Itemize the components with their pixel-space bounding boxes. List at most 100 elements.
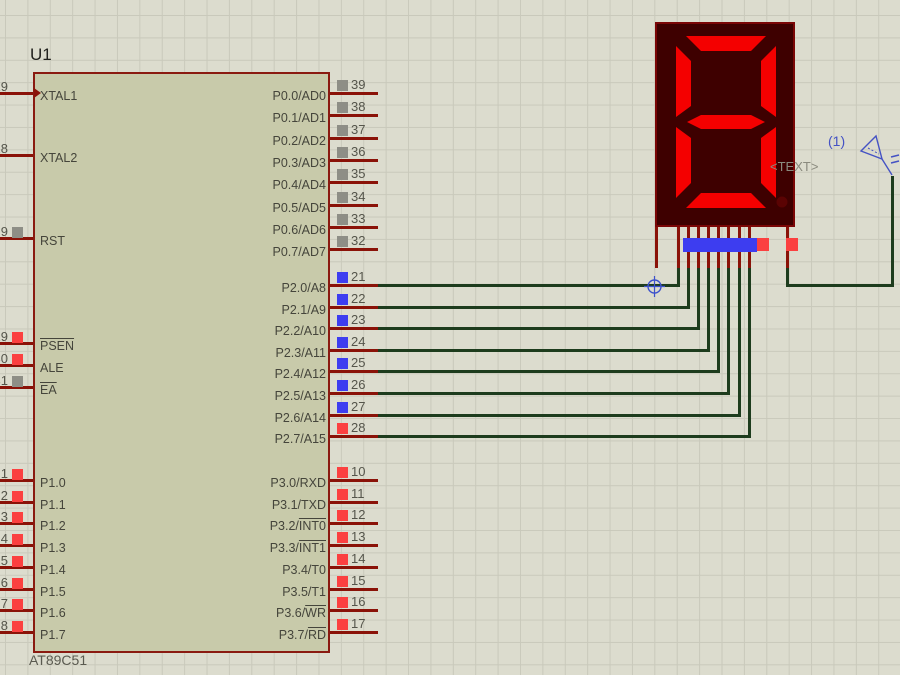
pin-number: 11 bbox=[351, 486, 365, 501]
wire-horizontal[interactable] bbox=[378, 435, 751, 438]
pin-name: P3.4/T0 bbox=[282, 563, 326, 577]
pin-stub[interactable] bbox=[330, 609, 378, 612]
wire-vertical[interactable] bbox=[738, 268, 741, 417]
component-ref-label[interactable]: U1 bbox=[30, 45, 52, 64]
pin-stub[interactable] bbox=[0, 566, 33, 569]
pin-state-indicator-gray bbox=[337, 214, 348, 225]
seven-segment-display[interactable] bbox=[655, 22, 795, 227]
wire-horizontal[interactable] bbox=[786, 284, 894, 287]
pin-stub[interactable] bbox=[330, 248, 378, 251]
wire-horizontal[interactable] bbox=[378, 306, 690, 309]
pin-stub[interactable] bbox=[330, 137, 378, 140]
pin-name: EA bbox=[40, 383, 57, 397]
wire-horizontal[interactable] bbox=[378, 392, 730, 395]
pin-state-indicator-blue bbox=[337, 294, 348, 305]
pin-stub[interactable] bbox=[330, 327, 378, 330]
wire-vertical[interactable] bbox=[687, 268, 690, 309]
pin-number: 32 bbox=[351, 233, 366, 248]
pin-name: P0.1/AD1 bbox=[272, 111, 326, 125]
voltage-probe-icon[interactable] bbox=[855, 130, 900, 180]
wire-horizontal[interactable] bbox=[378, 327, 700, 330]
mcu-at89c51-body[interactable] bbox=[33, 72, 330, 653]
pin-stub[interactable] bbox=[330, 306, 378, 309]
segment-b bbox=[761, 46, 776, 117]
wire-horizontal[interactable] bbox=[378, 414, 741, 417]
pin-stub[interactable] bbox=[330, 479, 378, 482]
pin-stub[interactable] bbox=[0, 522, 33, 525]
wire-horizontal[interactable] bbox=[378, 284, 680, 287]
wire-vertical[interactable] bbox=[891, 176, 894, 287]
wire-vertical[interactable] bbox=[707, 268, 710, 352]
pin-stub[interactable] bbox=[330, 501, 378, 504]
wire-vertical[interactable] bbox=[727, 268, 730, 395]
pin-stub[interactable] bbox=[330, 204, 378, 207]
pin-number: 10 bbox=[351, 464, 366, 479]
wire-vertical[interactable] bbox=[786, 267, 789, 287]
pin-stub[interactable] bbox=[330, 114, 378, 117]
pin-stub[interactable] bbox=[0, 631, 33, 634]
decimal-point bbox=[776, 196, 788, 208]
wire-vertical[interactable] bbox=[717, 268, 720, 373]
pin-stub[interactable] bbox=[330, 631, 378, 634]
pin-number: 6 bbox=[0, 575, 8, 590]
pin-name: P1.2 bbox=[40, 519, 66, 533]
pin-stub[interactable] bbox=[330, 588, 378, 591]
pin-stub[interactable] bbox=[330, 181, 378, 184]
pin-stub[interactable] bbox=[0, 386, 33, 389]
pin-name: P2.7/A15 bbox=[274, 432, 326, 446]
pin-name: P0.5/AD5 bbox=[272, 201, 326, 215]
pin-stub[interactable] bbox=[330, 392, 378, 395]
pin-stub[interactable] bbox=[330, 92, 378, 95]
wire-vertical[interactable] bbox=[677, 268, 680, 287]
pin-stub[interactable] bbox=[0, 237, 33, 240]
pin-name: P1.3 bbox=[40, 541, 66, 555]
display-pin-stub[interactable] bbox=[655, 227, 658, 268]
pin-state-indicator-red bbox=[12, 469, 23, 480]
pin-stub[interactable] bbox=[0, 544, 33, 547]
wire-vertical[interactable] bbox=[748, 268, 751, 438]
pin-number: 28 bbox=[351, 420, 366, 435]
pin-stub[interactable] bbox=[330, 566, 378, 569]
pin-number: 14 bbox=[351, 551, 366, 566]
pin-stub[interactable] bbox=[0, 92, 33, 95]
pin-stub[interactable] bbox=[0, 342, 33, 345]
pin-state-indicator-red bbox=[337, 597, 348, 608]
pin-state-indicator-red bbox=[337, 467, 348, 478]
pin-stub[interactable] bbox=[330, 226, 378, 229]
text-placeholder-label[interactable]: <TEXT> bbox=[770, 159, 819, 174]
pin-stub[interactable] bbox=[330, 284, 378, 287]
pin-name: XTAL1 bbox=[40, 89, 78, 103]
display-pin-stub[interactable] bbox=[677, 227, 680, 268]
pin-stub[interactable] bbox=[0, 364, 33, 367]
pin-stub[interactable] bbox=[0, 501, 33, 504]
pin-name: P3.3/INT1 bbox=[269, 541, 326, 555]
pin-state-indicator-blue bbox=[337, 337, 348, 348]
pin-stub[interactable] bbox=[0, 609, 33, 612]
pin-number: 1 bbox=[0, 466, 8, 481]
pin-stub[interactable] bbox=[330, 370, 378, 373]
wire-vertical[interactable] bbox=[697, 268, 700, 330]
pin-number: 15 bbox=[351, 573, 366, 588]
pin-stub[interactable] bbox=[330, 435, 378, 438]
pin-number: 17 bbox=[351, 616, 366, 631]
pin-stub[interactable] bbox=[330, 414, 378, 417]
pin-state-indicator-gray bbox=[337, 236, 348, 247]
pin-stub[interactable] bbox=[330, 544, 378, 547]
pin-stub[interactable] bbox=[330, 522, 378, 525]
pin-stub[interactable] bbox=[0, 479, 33, 482]
pin-name: P3.0/RXD bbox=[270, 476, 326, 490]
pin-name: PSEN bbox=[40, 339, 75, 353]
pin-name: P2.5/A13 bbox=[274, 389, 326, 403]
bus-state-indicator bbox=[683, 238, 757, 252]
pin-stub[interactable] bbox=[330, 349, 378, 352]
pin-number: 36 bbox=[351, 144, 366, 159]
pin-stub[interactable] bbox=[0, 154, 33, 157]
pin-number: 7 bbox=[0, 596, 8, 611]
pin-stub[interactable] bbox=[0, 588, 33, 591]
pin-stub[interactable] bbox=[330, 159, 378, 162]
component-part-label[interactable]: AT89C51 bbox=[29, 652, 88, 668]
wire-horizontal[interactable] bbox=[378, 370, 720, 373]
wire-horizontal[interactable] bbox=[378, 349, 710, 352]
segment-a bbox=[686, 36, 766, 51]
